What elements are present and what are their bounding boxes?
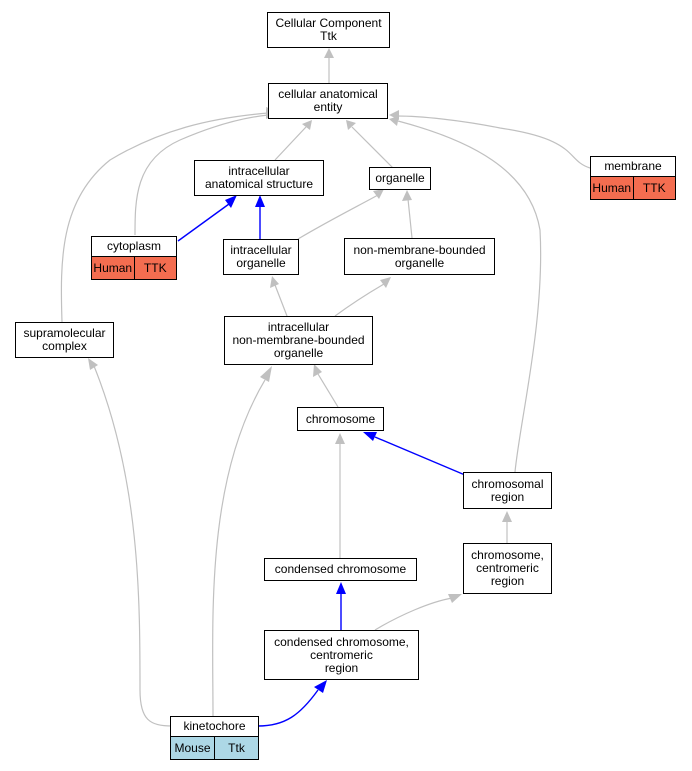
edge-chromosome-to-inmbo bbox=[317, 373, 339, 408]
edge-smc-to-cae bbox=[60, 112, 269, 323]
node-condensed-chromosome[interactable]: condensed chromosome bbox=[264, 558, 417, 581]
node-ias-line-1: intracellular bbox=[228, 164, 290, 178]
node-inmbo-line-1: intracellular bbox=[267, 320, 330, 334]
edge-chromreg-to-cae bbox=[397, 120, 542, 473]
node-chromosome-centromeric-region[interactable]: chromosome, centromeric region bbox=[463, 543, 552, 594]
node-intracellular-organelle[interactable]: intracellular organelle bbox=[223, 239, 299, 275]
badge-human-species: Human bbox=[92, 257, 134, 279]
node-membrane-title: membrane bbox=[591, 157, 675, 176]
arrowhead-ias-cytoplasm bbox=[225, 195, 237, 208]
badge-human-gene: TTK bbox=[632, 177, 675, 199]
node-root-line-1: Cellular Component bbox=[275, 16, 382, 30]
node-cytoplasm-label: cytoplasm bbox=[106, 239, 162, 253]
edge-condcr-to-ccr bbox=[374, 597, 453, 631]
node-condchrom-line-1: condensed chromosome bbox=[274, 562, 407, 576]
node-organelle[interactable]: organelle bbox=[369, 167, 431, 190]
node-kinetochore-badges: Mouse Ttk bbox=[171, 736, 258, 759]
arrowhead-inmbo-chromosome bbox=[313, 364, 322, 377]
badge-human-species: Human bbox=[591, 177, 633, 199]
arrowhead-chromosome-chromreg bbox=[363, 432, 377, 441]
node-cytoplasm-badges: Human TTK bbox=[92, 256, 176, 279]
arrowhead-condchrom-condcr bbox=[336, 582, 346, 594]
edge-ias-to-cae bbox=[274, 126, 307, 161]
edge-cytoplasm-to-ias bbox=[177, 203, 230, 242]
node-organelle-line-1: organelle bbox=[375, 171, 425, 185]
edge-inmbo-to-io bbox=[274, 284, 288, 317]
node-nmbo-line-2: organelle bbox=[394, 255, 445, 270]
node-membrane-label: membrane bbox=[604, 159, 662, 173]
node-condensed-chromosome-centromeric-region[interactable]: condensed chromosome, centromeric region bbox=[264, 630, 419, 680]
node-cae-line-1: cellular anatomical bbox=[278, 87, 378, 101]
arrowhead-condcr-kinetochore bbox=[314, 680, 327, 693]
node-supramolecular-complex[interactable]: supramolecular complex bbox=[15, 322, 114, 358]
node-chromreg-line-1: chromosomal bbox=[471, 476, 544, 491]
node-io-line-2: organelle bbox=[236, 256, 286, 270]
edge-kinetochore-to-smc bbox=[93, 365, 173, 727]
edge-chromreg-to-chromosome bbox=[374, 436, 466, 476]
node-non-membrane-bounded-organelle[interactable]: non-membrane-bounded organelle bbox=[344, 238, 495, 275]
node-smc-line-1: supramolecular bbox=[23, 326, 106, 340]
edge-io-to-organelle bbox=[297, 194, 379, 240]
edge-cytoplasm-to-cae bbox=[134, 114, 269, 236]
arrowhead-chromreg-ccr bbox=[502, 511, 512, 522]
node-condcr-line-3: region bbox=[324, 660, 359, 675]
node-cellular-anatomical-entity[interactable]: cellular anatomical entity bbox=[268, 83, 388, 119]
node-intracellular-non-membrane-bounded-organelle[interactable]: intracellular non-membrane-bounded organ… bbox=[224, 316, 373, 365]
node-kinetochore-label: kinetochore bbox=[183, 719, 246, 733]
node-io-line-1: intracellular bbox=[230, 243, 292, 257]
arrowhead-io-inmbo bbox=[270, 276, 279, 288]
edge-nmbo-to-organelle bbox=[407, 198, 413, 239]
node-intracellular-anatomical-structure[interactable]: intracellular anatomical structure bbox=[194, 160, 324, 196]
node-chromosomal-region[interactable]: chromosomal region bbox=[463, 472, 552, 509]
edge-organelle-to-cae bbox=[351, 126, 394, 169]
node-cytoplasm-title: cytoplasm bbox=[92, 237, 176, 256]
node-membrane-badges: Human TTK bbox=[591, 176, 675, 199]
arrowhead-cae-ias bbox=[302, 120, 312, 130]
node-ccr-line-1: chromosome, bbox=[471, 548, 544, 562]
node-kinetochore[interactable]: kinetochore Mouse Ttk bbox=[170, 716, 259, 760]
node-condcr-line-1: condensed chromosome, bbox=[274, 634, 409, 649]
arrowhead-chromosome-condchrom bbox=[335, 433, 345, 444]
node-root-line-2: Ttk bbox=[320, 29, 337, 43]
edge-membrane-to-cae bbox=[396, 115, 591, 169]
badge-mouse-gene: Ttk bbox=[214, 737, 258, 759]
node-inmbo-line-3: organelle bbox=[273, 346, 324, 360]
arrowhead-organelle-io bbox=[373, 189, 384, 199]
badge-mouse-species: Mouse bbox=[171, 737, 214, 759]
arrowhead-inmbo-kinetochore bbox=[260, 366, 272, 382]
arrowhead-root bbox=[324, 48, 334, 58]
node-smc-line-2: complex bbox=[42, 339, 87, 353]
edge-kinetochore-to-inmbo bbox=[212, 379, 266, 717]
node-root[interactable]: Cellular Component Ttk bbox=[267, 12, 390, 48]
node-cae-line-2: entity bbox=[313, 100, 343, 114]
node-cytoplasm[interactable]: cytoplasm Human TTK bbox=[91, 236, 177, 280]
node-ccr-line-2: centromeric bbox=[476, 561, 539, 575]
arrowhead-ccr-condcr bbox=[448, 594, 462, 603]
node-membrane[interactable]: membrane Human TTK bbox=[590, 156, 676, 200]
node-ccr-line-3: region bbox=[490, 574, 525, 588]
arrowhead-cae-organelle bbox=[346, 120, 356, 130]
node-condcr-line-2: centromeric bbox=[310, 647, 373, 662]
edge-inmbo-to-nmbo bbox=[334, 283, 385, 317]
edge-kinetochore-to-condcr bbox=[257, 689, 319, 727]
arrowhead-ias-io bbox=[255, 195, 265, 207]
arrowhead-cae-right-2 bbox=[389, 116, 399, 126]
node-inmbo-line-2: non-membrane-bounded bbox=[232, 333, 365, 347]
node-nmbo-line-1: non-membrane-bounded bbox=[353, 242, 486, 257]
badge-human-gene: TTK bbox=[133, 257, 176, 279]
node-chromreg-line-2: region bbox=[490, 489, 525, 504]
node-ias-line-2: anatomical structure bbox=[204, 177, 314, 191]
arrowhead-organelle-nmbo bbox=[402, 190, 412, 201]
node-chromosome[interactable]: chromosome bbox=[297, 407, 384, 431]
node-chromosome-line-1: chromosome bbox=[305, 411, 376, 426]
arrowhead-smc-kinetochore bbox=[88, 358, 98, 370]
arrowhead-nmbo-inmbo bbox=[380, 277, 391, 288]
node-kinetochore-title: kinetochore bbox=[171, 717, 258, 736]
